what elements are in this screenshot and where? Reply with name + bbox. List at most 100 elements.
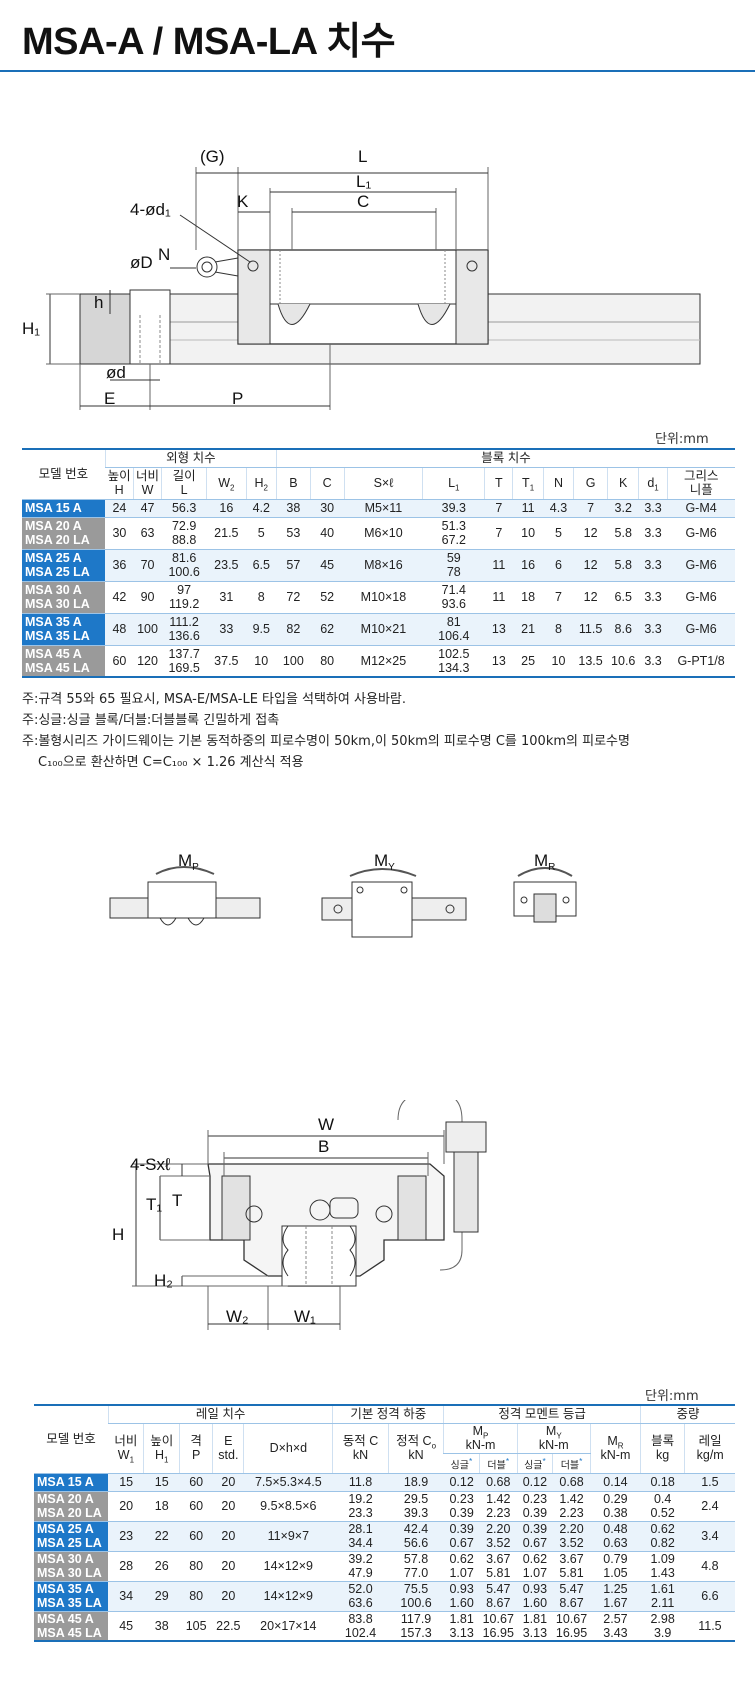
- cell-W: 63: [140, 526, 155, 540]
- col2-group-rail: 레일 치수: [107, 1404, 333, 1424]
- cell-d1: 3.3: [644, 653, 662, 668]
- cell-grease: G-M6: [685, 526, 717, 540]
- cell-H2: 6.5: [246, 549, 277, 581]
- cell-N: 5: [555, 526, 562, 540]
- dim-k-label: K: [237, 192, 249, 211]
- cell-W: 120: [137, 653, 158, 668]
- dim-b-label: B: [318, 1137, 329, 1156]
- cell-K: 5.8: [607, 549, 639, 581]
- cell-H: 30: [112, 526, 127, 540]
- cell-grease: G-M6: [667, 613, 735, 645]
- cell-H2: 5: [257, 526, 265, 540]
- cell-W: 47: [133, 499, 162, 517]
- cell-P: 60: [189, 1499, 204, 1514]
- dim-small-d-label: ød: [106, 363, 126, 382]
- col-sxl: S×ℓ: [343, 467, 423, 500]
- col2-group-load: 기본 정격 하중: [332, 1404, 444, 1424]
- cell-H2: 4.2: [246, 499, 277, 517]
- dim-l1-label: L₁: [356, 172, 371, 191]
- cell-W2: 31: [219, 590, 234, 604]
- dim-w2-label: W₂: [226, 1307, 249, 1326]
- cell-T1: 18: [521, 590, 536, 604]
- col-n: N: [542, 467, 574, 500]
- col-model: 모델 번호: [22, 448, 106, 500]
- col2-mp-double: 더블*: [478, 1453, 518, 1474]
- dim-e-label: E: [104, 389, 115, 408]
- cell-Dhd: 9.5×8.5×6: [260, 1499, 317, 1514]
- cell-G: 13.5: [578, 653, 603, 668]
- cell-E: 20: [212, 1581, 244, 1612]
- unit-label-1: 단위:mm: [655, 432, 709, 447]
- model-cell: MSA 15 A: [34, 1473, 109, 1492]
- cell-W2: 23.5: [206, 549, 247, 581]
- dim-d1-label: 4-ød₁: [130, 200, 171, 219]
- cell-P: 80: [179, 1581, 213, 1612]
- cell-N: 6: [543, 549, 574, 581]
- cell-T1: 16: [512, 549, 544, 581]
- dim-c-label: C: [357, 192, 369, 211]
- dim-h1-label: H₁: [22, 319, 40, 338]
- cell-E: 20: [212, 1521, 244, 1552]
- moment-mr-label: MR: [534, 851, 555, 873]
- col2-group-moment: 정격 모멘트 등급: [443, 1404, 641, 1424]
- cell-MyS: 0.12: [517, 1473, 553, 1492]
- cell-d1: 3.3: [638, 499, 668, 517]
- cell-W1: 15: [108, 1473, 144, 1492]
- cell-d1: 3.3: [638, 549, 668, 581]
- col-b: B: [275, 467, 311, 500]
- cell-N: 7: [555, 590, 562, 604]
- col-group-outer: 외형 치수: [104, 448, 277, 468]
- cell-Co: 18.9: [388, 1473, 444, 1492]
- cell-blk: 0.18: [640, 1473, 685, 1492]
- cell-T: 13: [484, 613, 513, 645]
- dim-w-label: W: [318, 1115, 334, 1134]
- cell-rail: 6.6: [684, 1581, 735, 1612]
- cell-T1: 25: [521, 653, 536, 668]
- col2-mp-single: 싱글*: [443, 1453, 480, 1474]
- cell-Dhd: 14×12×9: [263, 1559, 313, 1574]
- cell-N: 8: [543, 613, 574, 645]
- cell-T: 11: [492, 590, 506, 604]
- cell-H: 42: [112, 590, 127, 604]
- cell-W1: 23: [108, 1521, 144, 1552]
- cell-B: 82: [276, 613, 311, 645]
- cell-H: 36: [105, 549, 134, 581]
- cell-H1: 26: [154, 1559, 169, 1574]
- cell-H2: 10: [254, 653, 269, 668]
